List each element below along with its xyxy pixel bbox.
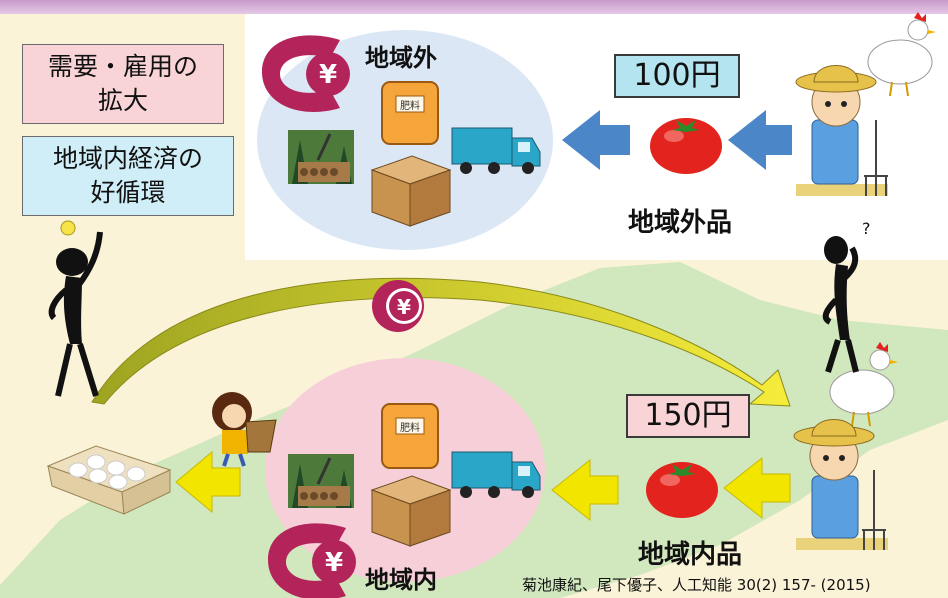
yen-symbol-outside: ¥ (319, 60, 337, 90)
truck-icon (451, 127, 541, 174)
yellow-arrow-right (723, 456, 791, 520)
demand-employment-box: 需要・雇用の 拡大 (22, 44, 224, 124)
logging-scene-icon (288, 130, 354, 184)
yen-badge-outside: ¥ (262, 35, 350, 112)
yellow-arrow-mid (551, 458, 619, 522)
inside-region-label: 地域内 (365, 566, 437, 594)
yen-symbol-center: ¥ (397, 295, 411, 319)
outside-product-label: 地域外品 (628, 208, 733, 238)
yen-badge-center: ¥ (372, 280, 424, 332)
yen-symbol-inside: ¥ (325, 548, 343, 578)
thinking-person-icon: ? (822, 219, 871, 373)
question-mark: ? (862, 219, 871, 238)
farmer-icon (795, 65, 888, 196)
yellow-arrow-left (175, 450, 241, 514)
local-economy-box: 地域内経済の 好循環 (22, 136, 234, 216)
citation: 菊池康紀、尾下優子、人工知能 30(2) 157- (2015) (522, 576, 871, 594)
blue-arrow-left (562, 110, 630, 170)
svg-text:肥料: 肥料 (400, 99, 420, 112)
fertilizer-bag-icon: 肥料 (381, 81, 439, 145)
header-bar (0, 0, 948, 14)
truck-icon (451, 451, 541, 498)
tomato-icon (646, 462, 718, 518)
tomato-icon (650, 118, 722, 174)
demand-line-1: 需要・雇用の (47, 52, 198, 81)
idea-person-icon (48, 204, 103, 397)
demand-line-2: 拡大 (97, 86, 148, 115)
cardboard-box-icon (333, 155, 452, 227)
logging-scene-icon (288, 454, 354, 508)
blue-arrow-right (728, 110, 792, 170)
fertilizer-bag-icon: 肥料 (381, 403, 439, 469)
price-inside: 150円 (626, 394, 750, 438)
econ-line-1: 地域内経済の (52, 144, 203, 173)
outside-region-label: 地域外 (365, 44, 437, 72)
econ-line-2: 好循環 (90, 178, 166, 207)
circulation-arrow (91, 277, 791, 407)
shopper-icon (212, 392, 277, 467)
yen-badge-inside: ¥ (268, 523, 356, 598)
cardboard-box-icon (370, 475, 452, 547)
chicken-icon (867, 12, 936, 97)
chicken-icon (829, 342, 898, 427)
price-outside: 100円 (614, 54, 740, 98)
egg-carton-icon (46, 445, 172, 515)
farmer-icon (793, 419, 888, 550)
inside-product-label: 地域内品 (638, 540, 743, 570)
svg-text:肥料: 肥料 (400, 421, 420, 434)
